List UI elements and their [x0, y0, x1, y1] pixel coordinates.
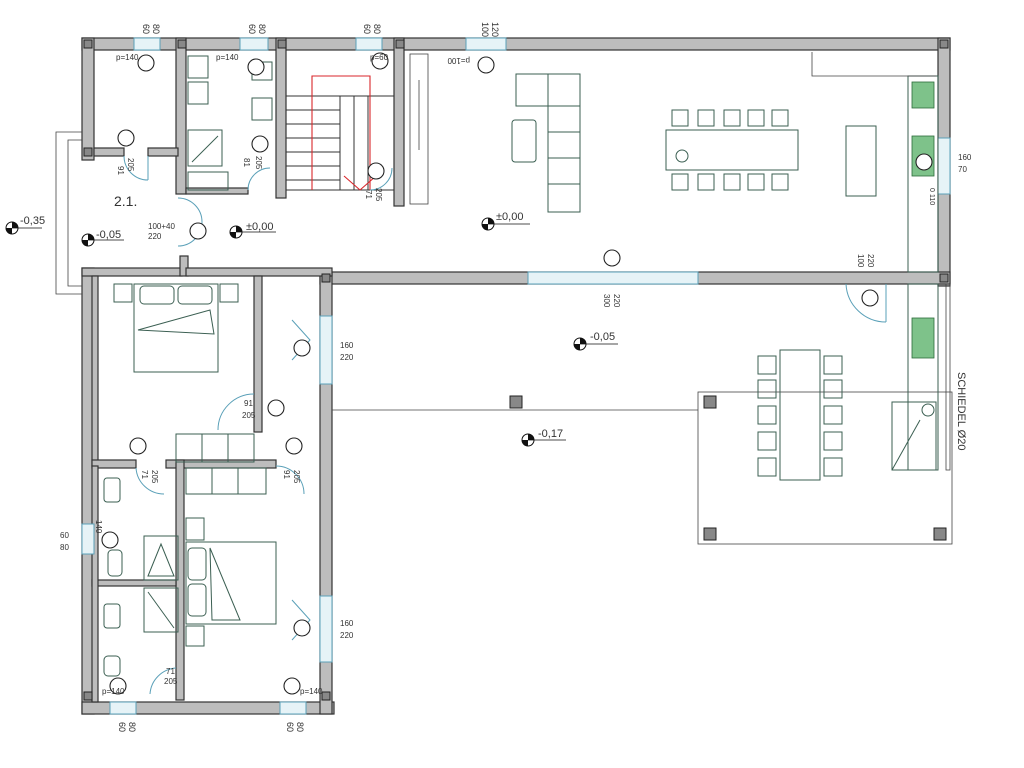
parapet-5: p=140 — [102, 687, 125, 696]
door-side-h: 80 — [60, 543, 69, 552]
bathroom-upper — [187, 55, 273, 191]
window-bottom-1-h: 80 — [127, 722, 137, 732]
staircase — [285, 53, 429, 205]
door-side-w: 60 — [60, 531, 69, 540]
level-marker-outside-left — [5, 221, 42, 235]
chimney-label: SCHIEDEL Ø20 — [955, 372, 967, 450]
door-bath2-w: 71 — [140, 470, 149, 479]
door-slide-h: 220 — [612, 294, 621, 308]
kitchen-side-w: 0 — [928, 188, 935, 192]
level-markers — [5, 217, 618, 447]
door-entry-w: 100+40 — [148, 222, 175, 231]
window-bottom-2-h: 80 — [295, 722, 305, 732]
windows — [81, 37, 951, 715]
window-top-4-w: 100 — [480, 22, 490, 37]
window-top-3-h: 80 — [372, 24, 382, 34]
door-bed1b-h: 205 — [292, 470, 301, 484]
door-bed1-h: 205 — [242, 411, 256, 420]
door-kitchen-w: 100 — [856, 254, 865, 268]
door-stair-w: 71 — [364, 190, 373, 199]
parapet-4: p=100 — [447, 56, 470, 65]
window-right-1-h: 70 — [958, 165, 967, 174]
door-kitchen-h: 220 — [866, 254, 875, 268]
terrace — [332, 283, 953, 545]
level-marker-entry — [229, 225, 276, 239]
door-wc-h: 205 — [254, 156, 263, 170]
window-right-2-h: 220 — [340, 353, 354, 362]
door-bath3-h: 205 — [164, 677, 178, 686]
parapet-6: p=140 — [300, 687, 323, 696]
level-terrace-low: -0,17 — [538, 428, 563, 440]
door-bed1-w: 91 — [244, 399, 253, 408]
window-top-3-w: 60 — [362, 24, 372, 34]
bathrooms-left — [103, 477, 123, 677]
window-right-1-w: 160 — [958, 153, 972, 162]
window-top-4-h: 120 — [490, 22, 500, 37]
door-bath3-w: 71 — [166, 667, 175, 676]
level-terrace: -0,05 — [590, 331, 615, 343]
door-bath-w: 91 — [116, 166, 125, 175]
door-bath-h: 205 — [126, 158, 135, 172]
window-top-1-h: 80 — [151, 24, 161, 34]
window-right-3-w: 160 — [340, 619, 354, 628]
parapet-3: p=60 — [370, 53, 389, 62]
kitchen-side-h: 110 — [928, 194, 935, 205]
inner-walls — [91, 37, 405, 703]
window-top-2-w: 60 — [247, 24, 257, 34]
door-bed1b-w: 91 — [282, 470, 291, 479]
level-marker-terrace-low — [521, 433, 566, 447]
door-stair-h: 205 — [374, 188, 383, 202]
window-right-2-w: 160 — [340, 341, 354, 350]
window-top-2-h: 80 — [257, 24, 267, 34]
door-side-p: 140 — [94, 520, 103, 534]
level-marker-living — [481, 217, 530, 231]
level-living: ±0,00 — [496, 211, 523, 223]
door-slide-w: 300 — [602, 294, 611, 308]
window-top-1-w: 60 — [141, 24, 151, 34]
labels: -0,35 -0,05 ±0,00 ±0,00 -0,05 -0,17 2.1.… — [20, 22, 972, 732]
door-bath2-h: 205 — [150, 470, 159, 484]
level-entry: ±0,00 — [246, 221, 273, 233]
level-outside-left: -0,35 — [20, 215, 45, 227]
level-marker-hall — [81, 233, 124, 247]
level-hall: -0,05 — [96, 229, 121, 241]
parapet-1: p=140 — [116, 53, 139, 62]
window-bottom-1-w: 60 — [117, 722, 127, 732]
parapet-2: p=140 — [216, 53, 239, 62]
window-bottom-2-w: 60 — [285, 722, 295, 732]
opening-markers — [101, 52, 933, 695]
door-wc-w: 81 — [242, 158, 251, 167]
door-entry-h: 220 — [148, 232, 162, 241]
bedroom-2 — [143, 467, 277, 647]
outer-walls — [81, 37, 951, 715]
bedroom-1 — [113, 283, 255, 463]
room-label: 2.1. — [114, 193, 137, 209]
window-right-3-h: 220 — [340, 631, 354, 640]
level-marker-terrace — [573, 337, 618, 351]
living-room — [511, 52, 939, 273]
columns — [83, 39, 949, 701]
